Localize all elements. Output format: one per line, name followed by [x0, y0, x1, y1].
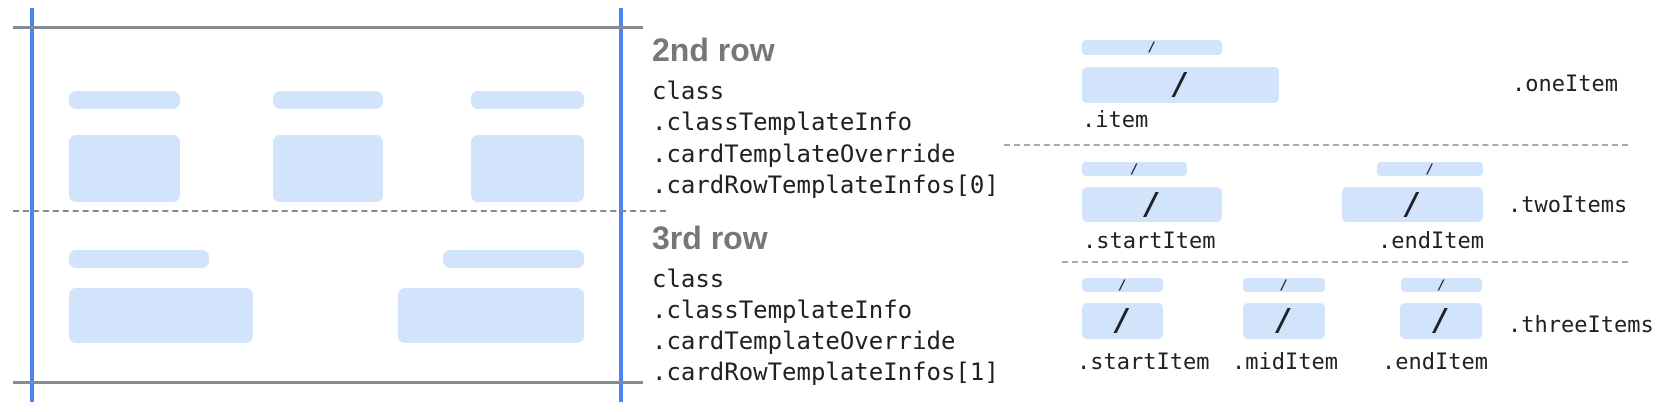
start-item-field-label: .startItem	[1083, 229, 1216, 254]
end-item-field-label: .endItem	[1378, 229, 1484, 254]
section-divider-dashed	[1062, 261, 1628, 263]
row3-code-line: .cardRowTemplateInfos[1]	[652, 358, 999, 386]
mid-item-label-bar: /	[1243, 278, 1325, 292]
slash-separator: /	[1118, 277, 1127, 293]
end-item-value-bar: /	[1342, 187, 1483, 222]
placeholder-value-bar	[69, 135, 180, 202]
placeholder-label-bar	[443, 250, 584, 268]
end-item-label-bar: /	[1401, 278, 1482, 292]
row2-code-line: .cardRowTemplateInfos[0]	[652, 171, 999, 199]
crop-line-right	[619, 8, 623, 402]
placeholder-label-bar	[273, 91, 383, 109]
slash-separator: /	[1142, 186, 1162, 222]
row2-code-line: .classTemplateInfo	[652, 108, 913, 136]
slash-separator: /	[1130, 161, 1139, 177]
item-field-label: .item	[1082, 108, 1149, 133]
row3-code-line: .cardTemplateOverride	[652, 327, 956, 355]
row3-heading: 3rd row	[652, 220, 768, 256]
slash-separator: /	[1431, 303, 1451, 338]
item-label-bar: /	[1082, 40, 1222, 55]
slash-separator: /	[1113, 303, 1132, 338]
end-item-value-bar: /	[1400, 303, 1482, 339]
slash-separator: /	[1403, 186, 1422, 222]
slash-separator: /	[1148, 40, 1156, 55]
slash-separator: /	[1171, 67, 1190, 102]
placeholder-value-bar	[273, 135, 383, 202]
row2-code-line: class	[652, 77, 725, 105]
start-item-label-bar: /	[1082, 162, 1187, 176]
slash-separator: /	[1274, 303, 1294, 338]
one-item-container-label: .oneItem	[1512, 72, 1618, 97]
three-items-container-label: .threeItems	[1508, 313, 1654, 338]
crop-line-left	[30, 8, 34, 402]
placeholder-value-bar	[471, 135, 584, 202]
row3-code-line: .classTemplateInfo	[652, 296, 913, 324]
slash-separator: /	[1426, 161, 1434, 177]
placeholder-value-bar	[69, 288, 253, 343]
start-item-field-label: .startItem	[1077, 350, 1210, 375]
row3-code-line: class	[652, 265, 725, 293]
placeholder-label-bar	[471, 91, 584, 109]
slash-separator: /	[1437, 277, 1446, 293]
item-value-bar: /	[1082, 67, 1279, 103]
start-item-value-bar: /	[1082, 187, 1222, 222]
placeholder-label-bar	[69, 250, 209, 268]
start-item-value-bar: /	[1082, 303, 1163, 339]
card-top-edge	[13, 26, 643, 29]
end-item-label-bar: /	[1377, 162, 1483, 176]
two-items-container-label: .twoItems	[1508, 193, 1628, 218]
start-item-label-bar: /	[1082, 278, 1163, 292]
row2-heading: 2nd row	[652, 32, 775, 68]
mid-item-value-bar: /	[1243, 303, 1325, 339]
end-item-field-label: .endItem	[1382, 350, 1488, 375]
card-bottom-edge	[13, 381, 643, 384]
row2-code-line: .cardTemplateOverride	[652, 140, 956, 168]
placeholder-label-bar	[69, 91, 180, 109]
mid-item-field-label: .midItem	[1232, 350, 1338, 375]
slash-separator: /	[1280, 277, 1288, 293]
section-divider-dashed	[1004, 144, 1628, 146]
card-row-divider-dashed	[13, 210, 666, 212]
placeholder-value-bar	[398, 288, 584, 343]
